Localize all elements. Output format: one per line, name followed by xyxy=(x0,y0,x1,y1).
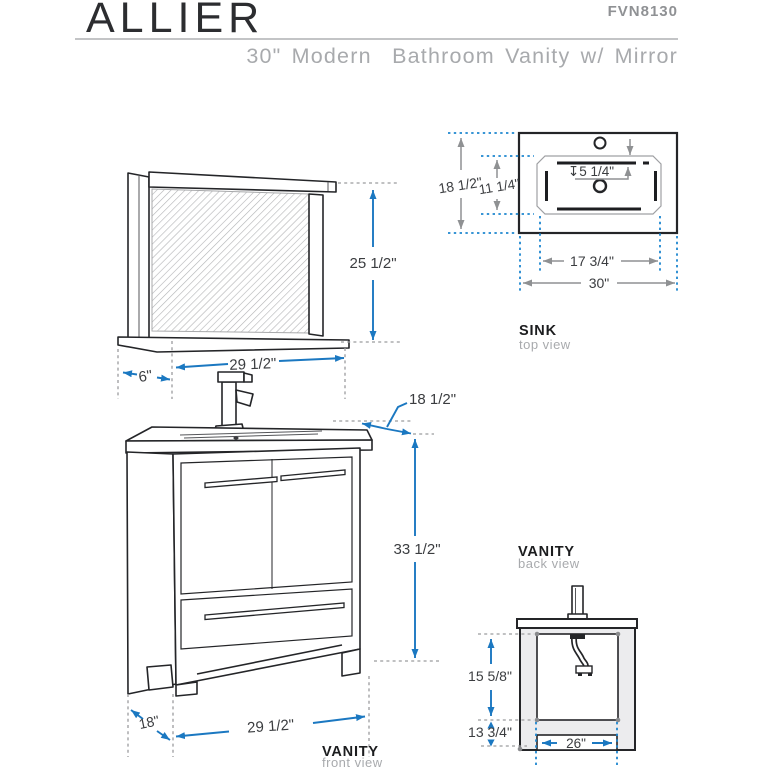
vanity-back-drawing xyxy=(516,585,638,752)
vanity-height-dimension: 33 1/2" xyxy=(393,541,440,558)
sink-overall-width-dimension: 30" xyxy=(589,275,610,291)
sink-sublabel: top view xyxy=(519,337,571,352)
vanity-back-label: VANITY xyxy=(518,544,575,560)
vanity-front-caption: VANITY front view xyxy=(322,744,383,768)
vanity-base-depth-dimension: 18" xyxy=(137,712,160,732)
brand-title: ALLIER xyxy=(86,0,265,42)
vanity-front-drawing xyxy=(125,371,373,697)
sink-label: SINK xyxy=(519,323,557,339)
model-number: FVN8130 xyxy=(607,3,678,20)
sink-top-view-drawing xyxy=(517,131,679,235)
vanity-counter-depth-dimension: 18 1/2" xyxy=(409,391,456,408)
sink-dimensions: 18 1/2" 11 1/4" ↧5 1/4" 17 3/4" 30" xyxy=(437,132,678,291)
base-notch xyxy=(536,734,618,751)
mirror-glass xyxy=(151,188,310,334)
door-handle-right xyxy=(280,469,346,482)
sink-bowl-depth-dimension: 11 1/4" xyxy=(478,176,521,197)
product-subtitle: 30" Modern Bathroom Vanity w/ Mirror xyxy=(246,44,678,68)
mirror-depth-dimension: 6" xyxy=(137,367,153,386)
mirror-height-dimension: 25 1/2" xyxy=(349,255,396,272)
mirror-dimensions: 25 1/2" 29 1/2" 6" xyxy=(117,182,400,399)
vanity-back-dimensions: 15 5/8" 13 3/4" 26" xyxy=(468,633,618,766)
mirror-width-dimension: 29 1/2" xyxy=(229,355,277,374)
sink-overall-depth-dimension: 18 1/2" xyxy=(437,174,483,197)
vanity-back-sublabel: back view xyxy=(518,556,580,571)
header-divider xyxy=(75,38,678,40)
faucet-hole xyxy=(593,136,607,150)
mirror-drawing xyxy=(117,171,350,353)
back-opening-height-dimension: 15 5/8" xyxy=(468,668,512,684)
sink-bowl-inner-depth-dimension: ↧5 1/4" xyxy=(568,164,614,179)
sink-caption: SINK top view xyxy=(519,323,571,352)
overflow-hole xyxy=(233,436,239,440)
back-opening-width-dimension: 26" xyxy=(566,736,586,751)
sink-bowl-width-dimension: 17 3/4" xyxy=(570,253,614,269)
vanity-front-sublabel: front view xyxy=(322,755,383,768)
drawer-handle xyxy=(204,602,345,621)
drain-hole xyxy=(592,178,608,194)
vanity-front-dimensions: 18 1/2" 33 1/2" 29 1/2" 18" xyxy=(127,391,456,757)
vanity-width-dimension: 29 1/2" xyxy=(247,716,295,736)
door-handle-left xyxy=(204,476,278,489)
vanity-front-label: VANITY xyxy=(322,744,379,760)
vanity-back-caption: VANITY back view xyxy=(518,544,580,571)
back-clearance-height-dimension: 13 3/4" xyxy=(468,724,512,740)
